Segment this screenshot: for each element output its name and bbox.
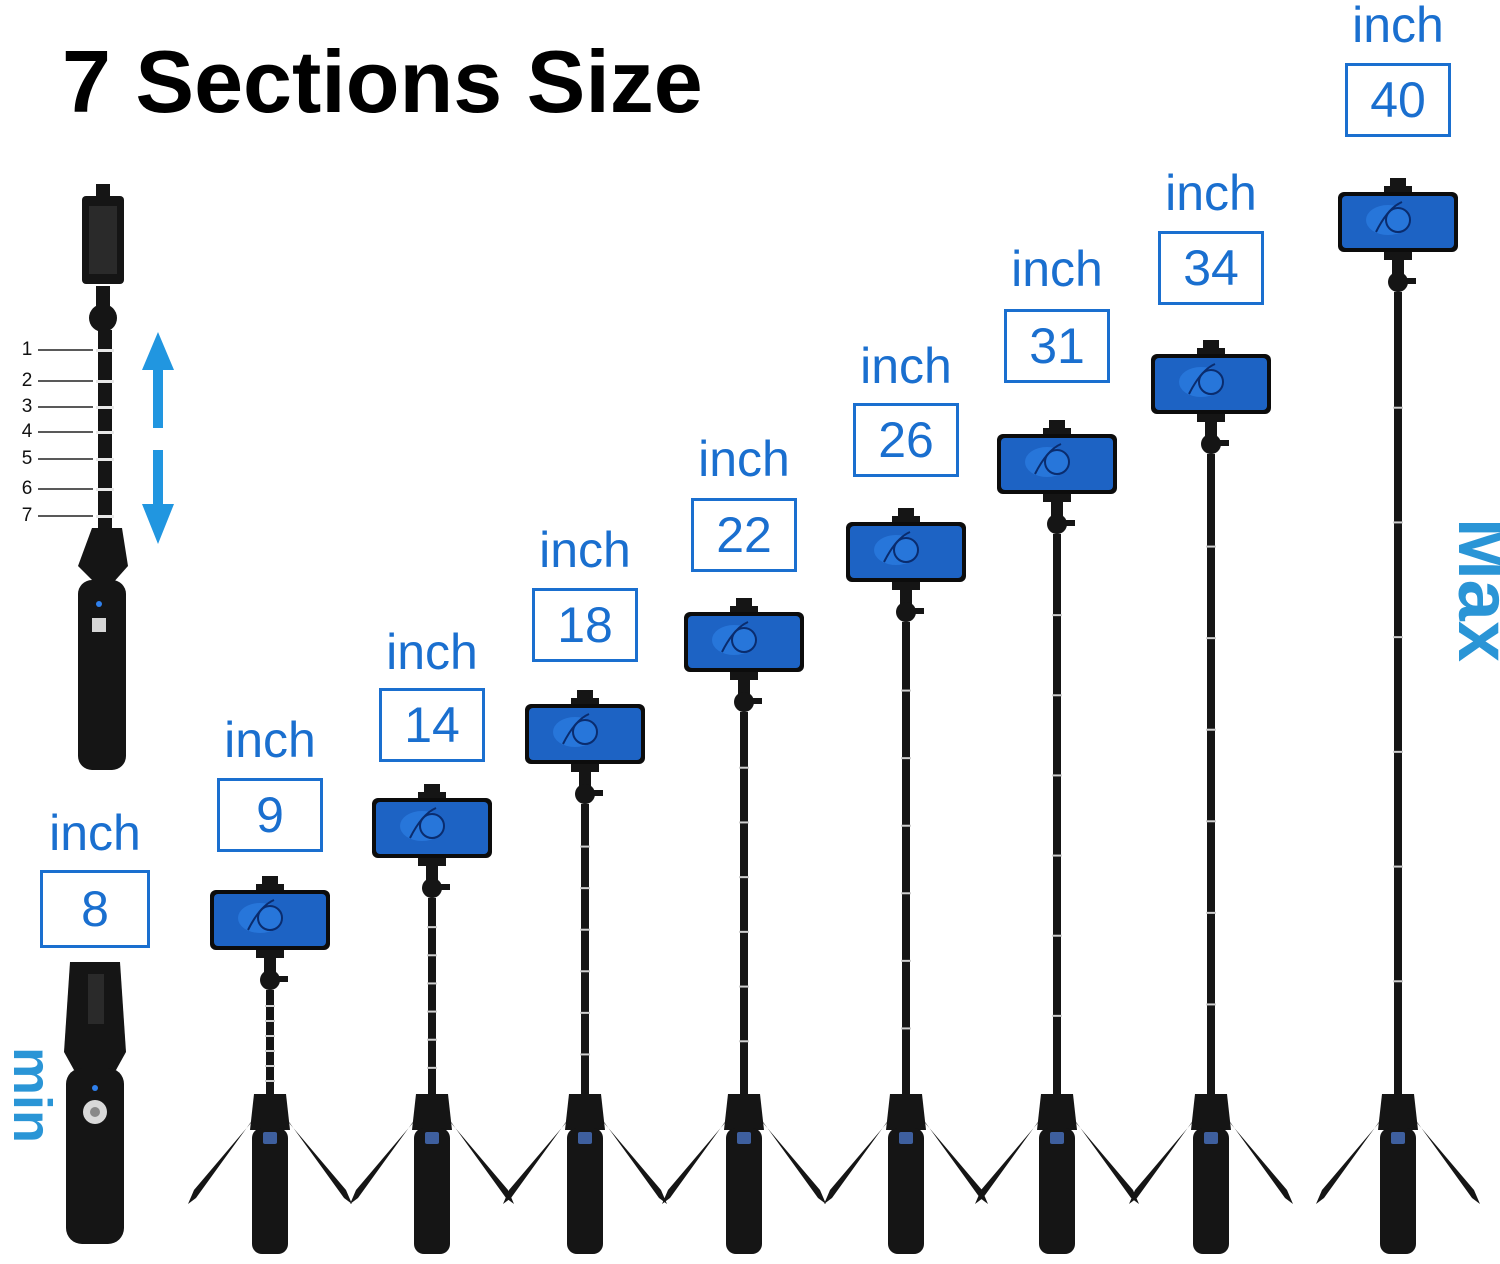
phone-holder-icon bbox=[684, 598, 804, 712]
section-number: 2 bbox=[21, 370, 33, 391]
tripod-icon bbox=[824, 1094, 988, 1254]
length-value-box: 40 bbox=[1345, 63, 1451, 137]
section-diagram bbox=[78, 184, 128, 770]
up-arrow-icon bbox=[142, 332, 174, 428]
length-value-box: 34 bbox=[1158, 231, 1264, 305]
length-value-box: 18 bbox=[532, 588, 638, 662]
extension-pole bbox=[580, 804, 590, 1100]
phone-holder-icon bbox=[846, 508, 966, 622]
section-number: 5 bbox=[21, 448, 33, 469]
phone-holder-icon bbox=[997, 420, 1117, 534]
length-value-box: 31 bbox=[1004, 309, 1110, 383]
page-title: 7 Sections Size bbox=[62, 32, 703, 131]
section-number: 3 bbox=[21, 396, 33, 417]
phone-holder-icon bbox=[210, 876, 330, 990]
extension-pole bbox=[1393, 292, 1403, 1100]
extension-pole bbox=[901, 622, 911, 1100]
unit-label: inch bbox=[386, 624, 478, 680]
phone-holder-icon bbox=[1338, 178, 1458, 292]
tripod-icon bbox=[1316, 1094, 1480, 1254]
length-value-box: 22 bbox=[691, 498, 797, 572]
extension-pole bbox=[1052, 534, 1062, 1100]
tripod-icon bbox=[1129, 1094, 1293, 1254]
max-label: Max bbox=[1442, 518, 1500, 662]
section-number: 6 bbox=[21, 478, 33, 499]
unit-label: inch bbox=[1352, 0, 1444, 53]
unit-label: inch bbox=[698, 431, 790, 487]
extension-pole bbox=[427, 898, 437, 1100]
phone-holder-icon bbox=[525, 690, 645, 804]
min-label: min bbox=[2, 1046, 63, 1144]
length-value-box: 26 bbox=[853, 403, 959, 477]
unit-label: inch bbox=[224, 712, 316, 768]
unit-label: inch bbox=[1165, 165, 1257, 221]
tripod-icon bbox=[188, 1094, 352, 1254]
length-value-box: 8 bbox=[40, 870, 150, 948]
length-value-box: 9 bbox=[217, 778, 323, 852]
unit-label: inch bbox=[49, 805, 141, 861]
unit-label: inch bbox=[860, 338, 952, 394]
unit-label: inch bbox=[1011, 241, 1103, 297]
tripod-icon bbox=[662, 1094, 826, 1254]
section-number: 7 bbox=[21, 505, 33, 526]
section-number: 4 bbox=[21, 421, 33, 442]
tripod-icon bbox=[503, 1094, 667, 1254]
tripod-selfie-stick-icon bbox=[64, 962, 126, 1244]
phone-holder-icon bbox=[372, 784, 492, 898]
length-value-box: 14 bbox=[379, 688, 485, 762]
extension-pole bbox=[739, 712, 749, 1100]
extension-pole bbox=[1206, 454, 1216, 1100]
extension-pole bbox=[265, 990, 275, 1100]
phone-holder-icon bbox=[1151, 340, 1271, 454]
down-arrow-icon bbox=[142, 450, 174, 544]
unit-label: inch bbox=[539, 522, 631, 578]
tripod-icon bbox=[350, 1094, 514, 1254]
section-number: 1 bbox=[21, 339, 33, 360]
tripod-icon bbox=[975, 1094, 1139, 1254]
